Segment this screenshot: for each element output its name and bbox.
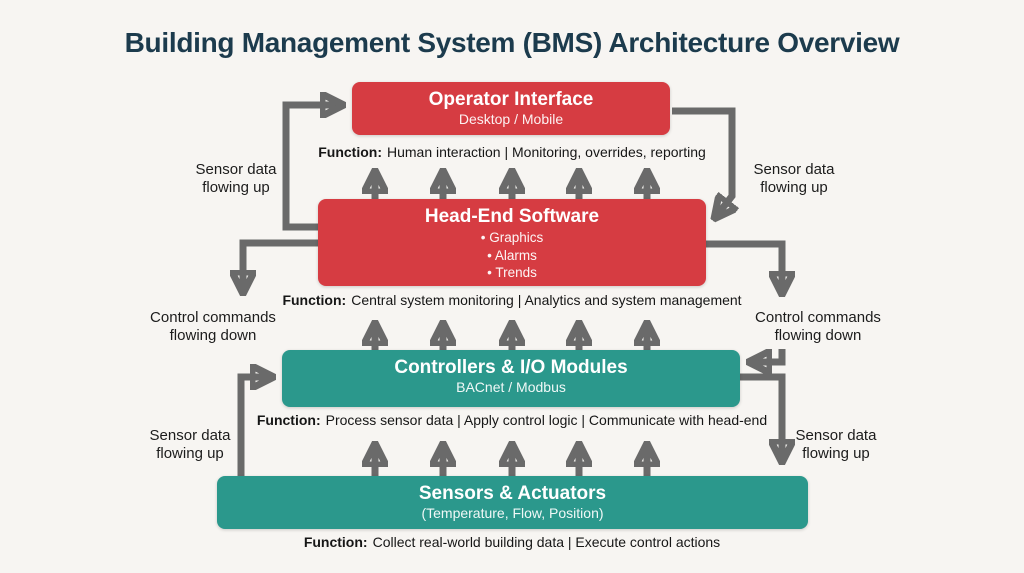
feature-item: Trends — [318, 264, 706, 282]
up-arrows-sensors-to-controllers — [375, 443, 647, 477]
arrow-sensors-to-controllers-left — [237, 377, 274, 477]
layer-box-head-end-software: Head-End Software Graphics Alarms Trends — [318, 199, 706, 286]
layer-title: Sensors & Actuators — [418, 483, 607, 504]
layer-title: Operator Interface — [428, 89, 594, 110]
arrow-control-down-left — [243, 239, 318, 294]
side-label-sensor-up-left-top: Sensor data flowing up — [195, 161, 277, 196]
side-label-control-down-right: Control commands flowing down — [755, 309, 881, 344]
side-label-control-down-left: Control commands flowing down — [150, 309, 276, 344]
arrow-controllers-to-sensors-right — [740, 373, 782, 463]
function-row-sensors: Function:Collect real-world building dat… — [0, 534, 1024, 550]
function-text: Collect real-world building data | Execu… — [372, 534, 721, 550]
function-label: Function: — [282, 292, 347, 308]
function-label: Function: — [318, 144, 382, 160]
head-end-feature-list: Graphics Alarms Trends — [318, 229, 706, 282]
function-text: Central system monitoring | Analytics an… — [351, 292, 742, 308]
function-row-controllers: Function:Process sensor data | Apply con… — [0, 412, 1024, 428]
arrow-into-controllers-right — [748, 349, 786, 362]
function-label: Function: — [256, 412, 321, 428]
layer-title: Controllers & I/O Modules — [394, 357, 628, 378]
function-text: Process sensor data | Apply control logi… — [325, 412, 768, 428]
side-label-sensor-up-right-top: Sensor data flowing up — [753, 161, 835, 196]
layer-box-controllers-io-modules: Controllers & I/O Modules BACnet / Modbu… — [282, 350, 740, 407]
function-row-operator: Function:Human interaction | Monitoring,… — [0, 144, 1024, 160]
layer-box-sensors-actuators: Sensors & Actuators (Temperature, Flow, … — [217, 476, 808, 529]
arrow-headend-to-operator-left — [282, 105, 344, 231]
page-title: Building Management System (BMS) Archite… — [124, 27, 900, 58]
layer-box-operator-interface: Operator Interface Desktop / Mobile — [352, 82, 670, 135]
arrow-operator-to-headend-right — [672, 107, 732, 219]
function-label: Function: — [303, 534, 368, 550]
feature-item: Graphics — [318, 229, 706, 247]
arrow-control-down-right — [706, 240, 782, 295]
layer-subtitle: Desktop / Mobile — [458, 111, 564, 127]
up-arrows-controllers-to-headend — [375, 322, 647, 351]
layer-subtitle: BACnet / Modbus — [456, 379, 566, 395]
side-label-sensor-up-right-bottom: Sensor data flowing up — [795, 427, 877, 462]
side-label-sensor-up-left-bottom: Sensor data flowing up — [149, 427, 231, 462]
up-arrows-headend-to-operator — [375, 170, 647, 201]
function-text: Human interaction | Monitoring, override… — [386, 144, 706, 160]
layer-subtitle: (Temperature, Flow, Position) — [421, 505, 604, 521]
feature-item: Alarms — [318, 247, 706, 265]
function-row-headend: Function:Central system monitoring | Ana… — [0, 292, 1024, 308]
layer-title: Head-End Software — [424, 206, 600, 227]
